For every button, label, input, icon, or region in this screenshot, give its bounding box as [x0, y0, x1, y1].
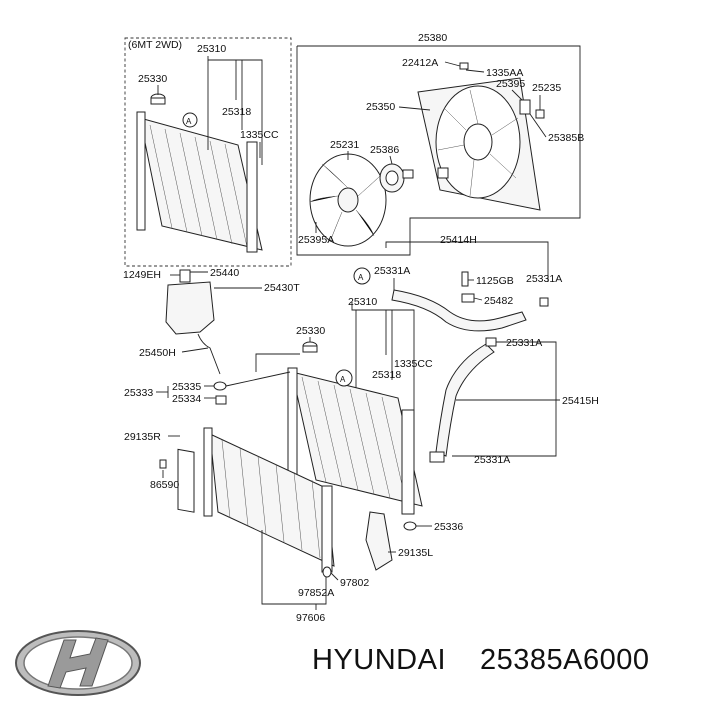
callout-22412A: 22412A [402, 57, 438, 69]
callout-1249EH: 1249EH [123, 269, 161, 281]
lower-radiator-hose [435, 343, 495, 457]
callout-1125GB: 1125GB [476, 275, 514, 287]
callout-25385B: 25385B [548, 132, 584, 144]
callout-97852A: 97852A [298, 587, 334, 599]
radiator-6mt-group: (6MT 2WD) A 25310 25330 25318 1335CC [124, 37, 292, 267]
variant-note: (6MT 2WD) [128, 39, 182, 51]
hyundai-logo-icon [15, 630, 141, 696]
brand-name: HYUNDAI [312, 644, 446, 676]
callout-25350: 25350 [366, 101, 395, 113]
part-number: 25385A6000 [480, 644, 650, 676]
callout-25331A-1: 25331A [374, 265, 410, 277]
drain-plug-group: 25333 25335 25334 [124, 371, 291, 405]
bracket-29135R [177, 448, 195, 513]
callout-25231: 25231 [330, 139, 359, 151]
callout-25335: 25335 [172, 381, 201, 393]
svg-text:A: A [358, 273, 364, 282]
callout-25414H: 25414H [440, 234, 477, 246]
callout-1335AA: 1335AA [486, 67, 523, 79]
callout-29135L: 29135L [398, 547, 433, 559]
lower-hose-group: 25331A 25415H 25331A [429, 337, 599, 466]
upper-radiator-hose [391, 289, 527, 332]
callout-25330-mid: 25330 [296, 325, 325, 337]
callout-1335CC-mid: 1335CC [394, 358, 433, 370]
cooling-fan-blade [309, 153, 387, 247]
svg-text:A: A [186, 117, 192, 126]
callout-97606: 97606 [296, 612, 325, 624]
callout-25330-top: 25330 [138, 73, 167, 85]
callout-25331A-2: 25331A [526, 273, 562, 285]
bracket-29135L [365, 511, 393, 571]
callout-25450H: 25450H [139, 347, 176, 359]
condenser-group: 29135R 86590 97852A 97802 97606 [124, 427, 369, 624]
callout-25310-mid: 25310 [348, 296, 377, 308]
callout-25430T: 25430T [264, 282, 300, 294]
condenser-core [203, 427, 335, 573]
fan-shroud [417, 77, 541, 211]
coolant-reservoir-group: 1249EH 25440 25430T 25450H [123, 267, 300, 375]
callout-25333: 25333 [124, 387, 153, 399]
callout-25395: 25395 [496, 78, 525, 90]
callout-25318-top: 25318 [222, 106, 251, 118]
coolant-reservoir [165, 281, 215, 335]
callout-25415H: 25415H [562, 395, 599, 407]
callout-25310-top: 25310 [197, 43, 226, 55]
callout-25395A: 25395A [298, 234, 334, 246]
svg-text:A: A [340, 375, 346, 384]
callout-25331A-4: 25331A [474, 454, 510, 466]
callout-25334: 25334 [172, 393, 201, 405]
callout-1335CC-top: 1335CC [240, 129, 279, 141]
callout-25386: 25386 [370, 144, 399, 156]
callout-25482: 25482 [484, 295, 513, 307]
radiator-top-core [136, 111, 263, 253]
callout-86590: 86590 [150, 479, 179, 491]
resistor-part [519, 99, 531, 115]
callout-97802: 97802 [340, 577, 369, 589]
callout-25318-mid: 25318 [372, 369, 401, 381]
upper-hose-group: 25414H A 25331A 1125GB 25482 25331A [353, 234, 562, 332]
callout-25440: 25440 [210, 267, 239, 279]
callout-25336: 25336 [434, 521, 463, 533]
callout-25235: 25235 [532, 82, 561, 94]
callout-25380: 25380 [418, 32, 447, 44]
bracket-29135L-group: 25336 29135L [365, 511, 463, 571]
variant-dashed-box [124, 37, 292, 267]
fan-motor [379, 163, 414, 193]
fan-shroud-group: 25380 [296, 32, 584, 256]
callout-29135R: 29135R [124, 431, 161, 443]
callout-25331A-3: 25331A [506, 337, 542, 349]
